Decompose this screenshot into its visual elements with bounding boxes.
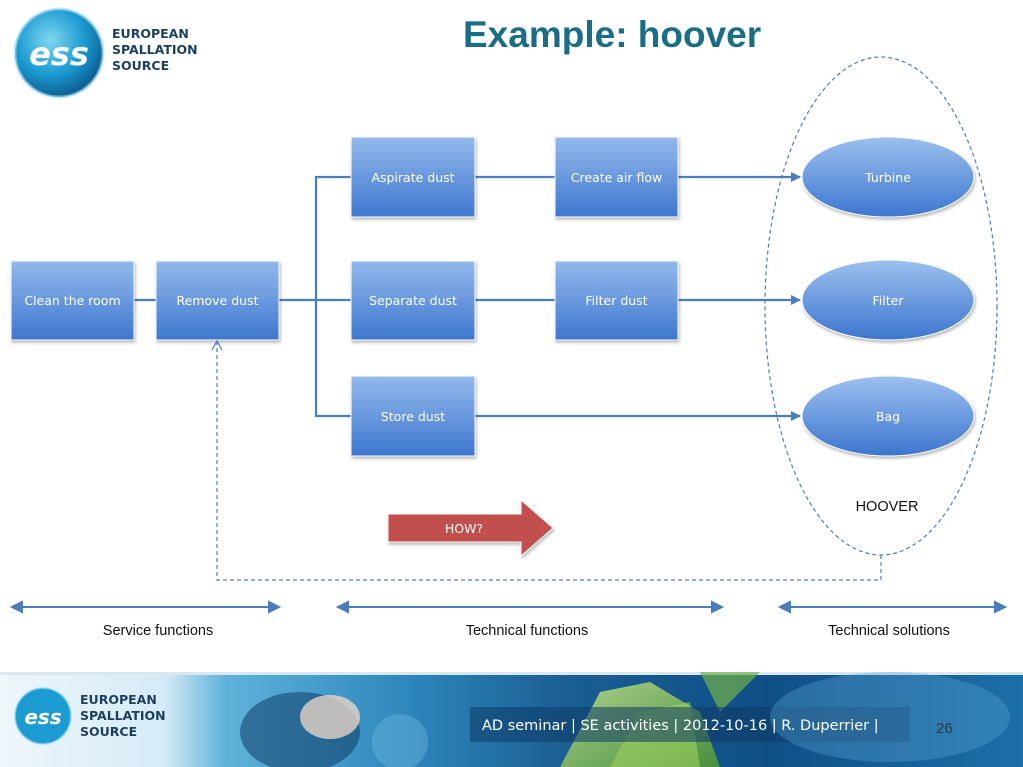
- feedback-dashed-line: [216, 343, 882, 581]
- node-filter-label: Filter: [873, 293, 905, 308]
- feedback-arrow-head: [211, 339, 223, 351]
- node-remove-dust: Remove dust: [155, 260, 280, 341]
- footer-logo-mark: ess: [24, 705, 61, 729]
- brand-line-1: EUROPEAN: [112, 26, 189, 41]
- function-diagram: Clean the room Remove dust Aspirate dust…: [9, 56, 1008, 639]
- brand-line-2: SPALLATION: [112, 42, 198, 57]
- brand-line-3: SOURCE: [112, 58, 170, 73]
- service-range-arrow: [9, 600, 282, 614]
- page-number: 26: [936, 720, 953, 737]
- how-arrow: HOW?: [387, 498, 554, 558]
- footer-brand-name: EUROPEAN SPALLATION SOURCE: [80, 692, 166, 740]
- brand-name: EUROPEAN SPALLATION SOURCE: [112, 26, 198, 74]
- node-store-dust-label: Store dust: [381, 409, 445, 424]
- node-filter-dust-label: Filter dust: [585, 293, 647, 308]
- hoover-label: HOOVER: [856, 499, 919, 515]
- technical-functions-label: Technical functions: [466, 623, 589, 639]
- footer-banner: ess: [0, 672, 1023, 767]
- footer-background: ess: [0, 672, 1023, 767]
- footer-brand-line-2: SPALLATION: [80, 708, 166, 723]
- technical-range-arrow: [335, 600, 725, 614]
- node-turbine: Turbine: [801, 136, 975, 218]
- how-label: HOW?: [445, 521, 483, 536]
- ess-logo-mark: ess: [29, 35, 89, 73]
- connector-to-store: [314, 300, 351, 418]
- node-clean-room-label: Clean the room: [24, 293, 120, 308]
- technical-solutions-label: Technical solutions: [828, 623, 950, 639]
- ess-logo-icon: ess: [13, 7, 105, 99]
- solutions-range-arrow: [777, 600, 1008, 614]
- connector-to-aspirate: [314, 175, 351, 300]
- node-bag-label: Bag: [876, 409, 900, 424]
- footer-text: AD seminar | SE activities | 2012-10-16 …: [482, 718, 879, 734]
- node-create-air-flow: Create air flow: [554, 136, 679, 218]
- node-separate-dust-label: Separate dust: [369, 293, 457, 308]
- footer-brand-line-1: EUROPEAN: [80, 692, 157, 707]
- node-bag: Bag: [801, 375, 975, 457]
- node-aspirate-dust-label: Aspirate dust: [371, 170, 454, 185]
- node-separate-dust: Separate dust: [350, 260, 476, 341]
- node-filter: Filter: [801, 259, 975, 341]
- node-store-dust: Store dust: [350, 375, 476, 457]
- ess-logo: ess: [12, 5, 192, 100]
- connectors: [134, 172, 801, 421]
- node-filter-dust: Filter dust: [554, 260, 679, 341]
- node-create-air-flow-label: Create air flow: [571, 170, 663, 185]
- node-turbine-label: Turbine: [864, 170, 911, 185]
- node-remove-dust-label: Remove dust: [177, 293, 259, 308]
- footer-brand-line-3: SOURCE: [80, 724, 138, 739]
- node-clean-room: Clean the room: [10, 260, 135, 341]
- slide-title: Example: hoover: [463, 14, 762, 55]
- node-aspirate-dust: Aspirate dust: [350, 136, 476, 218]
- hoover-boundary: [764, 56, 998, 556]
- service-functions-label: Service functions: [103, 623, 213, 639]
